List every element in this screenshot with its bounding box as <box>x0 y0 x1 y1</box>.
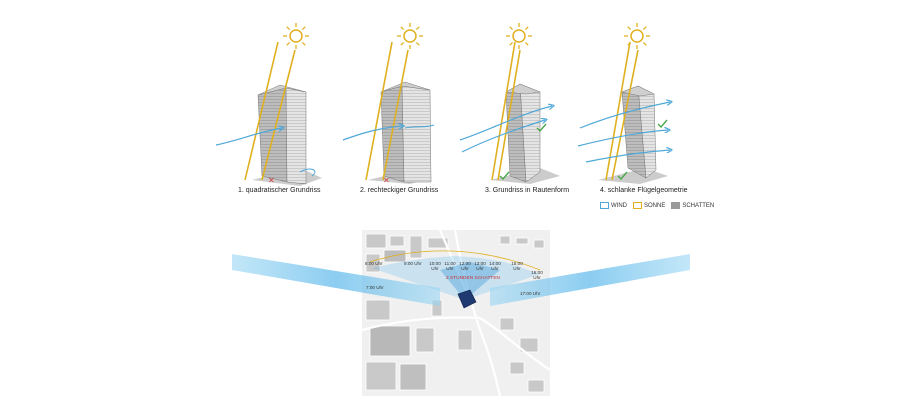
legend-item-shadow: SCHATTEN <box>671 202 714 209</box>
check-mark <box>617 171 628 181</box>
legend-item-sun: SONNE <box>633 202 665 209</box>
tower-footprint <box>457 289 477 309</box>
legend-label: SONNE <box>644 202 666 209</box>
tower-diagram-3 <box>459 23 560 184</box>
caption-option-2: 2. rechteckiger Grundriss <box>360 187 439 194</box>
wind-band-right <box>490 254 690 306</box>
sun-ray <box>244 41 279 181</box>
sun-ray <box>491 41 516 181</box>
tower-diagram-4 <box>577 23 670 184</box>
cross-mark: ✕ <box>383 176 390 185</box>
time-label: 13:00 Uhr <box>474 261 486 271</box>
wind-arrow <box>585 150 670 163</box>
sun-ray <box>497 49 521 181</box>
check-mark <box>536 123 547 133</box>
tower-diagram-1: ✕ <box>215 23 322 186</box>
sun-icon <box>397 23 423 49</box>
sun-ray <box>365 41 393 181</box>
wind-arrow <box>579 102 670 129</box>
tower-diagram-2: ✕ <box>342 23 435 185</box>
sun-path-arc <box>369 250 541 271</box>
wind-arrow <box>299 168 316 177</box>
sun-icon <box>506 23 532 49</box>
cross-mark: ✕ <box>268 176 275 185</box>
time-label: 7:00 Uhr <box>366 285 384 290</box>
site-buildings <box>365 233 545 393</box>
site-plan <box>361 229 551 397</box>
shadow-fan <box>372 256 540 300</box>
check-mark <box>657 119 668 129</box>
tower-front <box>257 87 288 183</box>
time-label: 8:00 Uhr <box>365 261 383 266</box>
time-label: 12:00 Uhr <box>459 261 471 271</box>
wind-arrow <box>404 124 435 129</box>
shade-duration-label: 2 STUNDEN SCHATTEN <box>446 276 501 281</box>
caption-option-4: 4. schlanke Flügelgeometrie <box>600 187 688 194</box>
wind-swatch-icon <box>600 202 609 209</box>
tower-roof <box>257 84 307 96</box>
check-mark <box>499 171 510 181</box>
legend: WIND SONNE SCHATTEN <box>600 202 714 209</box>
time-label: 9:00 Uhr <box>404 261 422 266</box>
sun-icon <box>624 23 650 49</box>
tower-roof <box>505 83 541 95</box>
sun-icon <box>283 23 309 49</box>
sun-ray <box>611 49 639 181</box>
tower-side <box>285 87 307 185</box>
sun-ray <box>382 49 409 181</box>
wind-arrow <box>459 106 552 141</box>
time-label: 16:00 Uhr <box>531 270 543 280</box>
shadow-core <box>440 262 500 300</box>
sun-swatch-icon <box>633 202 642 209</box>
tower-side <box>401 85 432 183</box>
time-label: 15:00 Uhr <box>511 261 523 271</box>
wind-arrow <box>577 130 668 147</box>
legend-label: WIND <box>611 202 627 209</box>
caption-option-3: 3. Grundriss in Rautenform <box>485 187 570 194</box>
time-label: 17:00 Uhr <box>520 291 541 296</box>
wind-arrow <box>215 128 282 146</box>
legend-label: SCHATTEN <box>682 202 715 209</box>
wind-arrow <box>342 126 402 141</box>
time-label: 14:00 Uhr <box>489 261 501 271</box>
tower-roof <box>380 81 431 93</box>
time-label: 10:00 Uhr <box>429 261 441 271</box>
caption-option-1: 1. quadratischer Grundriss <box>238 187 321 194</box>
wind-band-left <box>232 254 440 306</box>
site-roads <box>361 229 551 397</box>
shadow-swatch-icon <box>671 202 681 209</box>
wind-arrow <box>461 120 545 153</box>
sun-ray <box>261 49 296 181</box>
legend-item-wind: WIND <box>600 202 627 209</box>
time-label: 11:00 Uhr <box>444 261 456 271</box>
